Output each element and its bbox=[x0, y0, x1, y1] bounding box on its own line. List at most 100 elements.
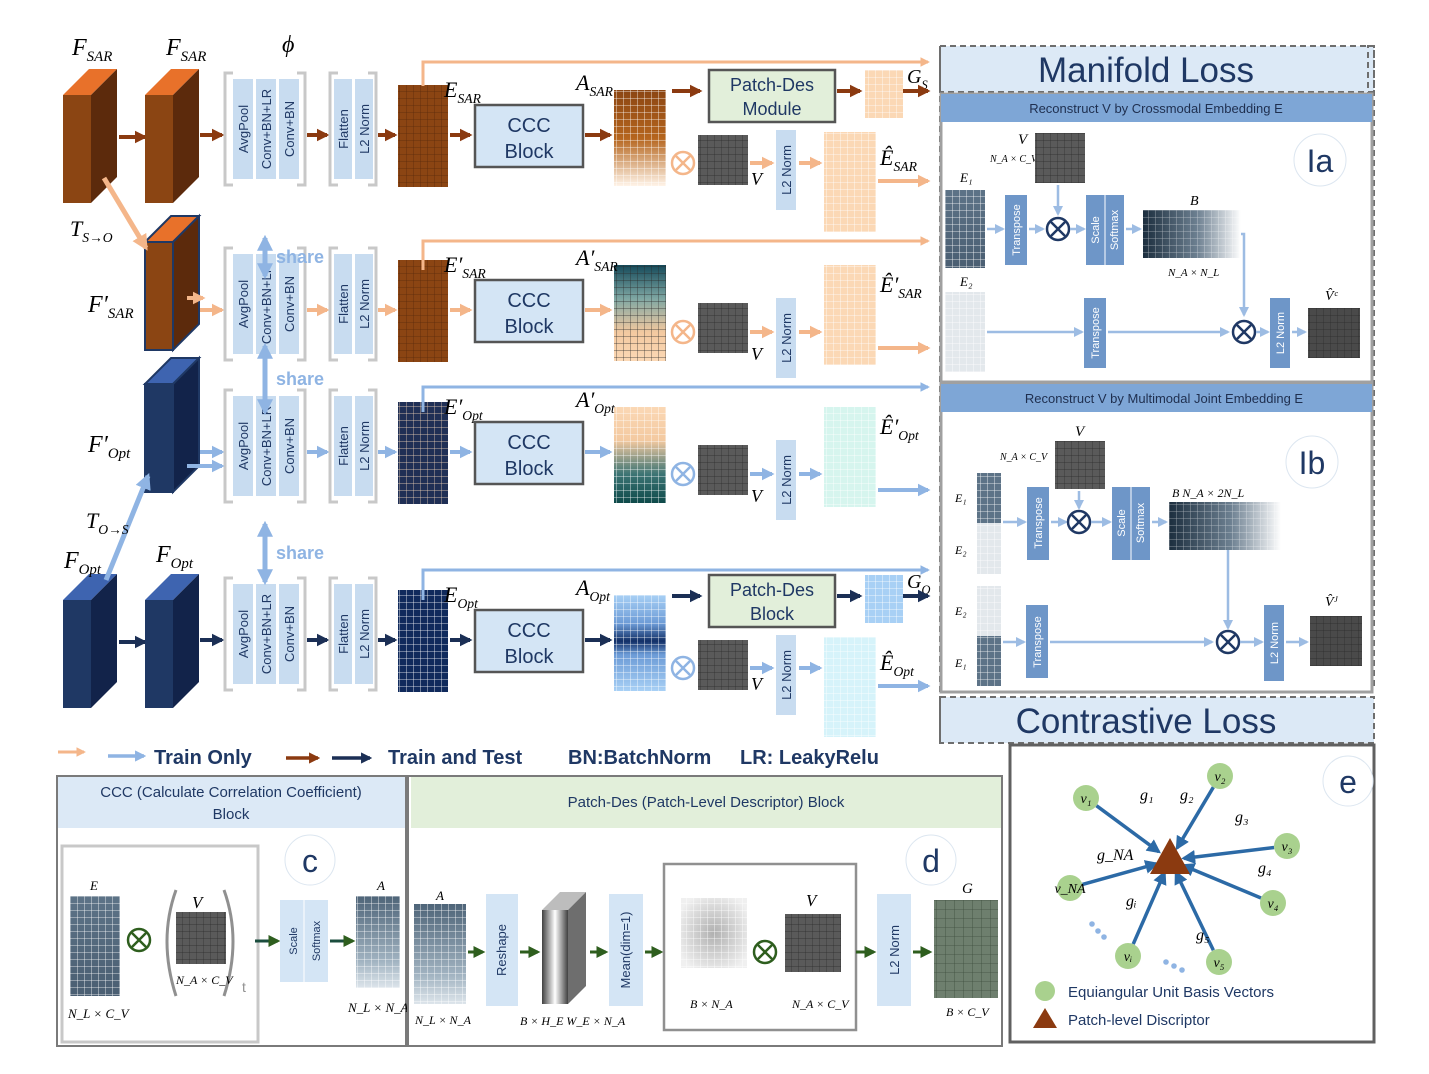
pd-cube bbox=[542, 892, 586, 1004]
legend-bn: BN:BatchNorm bbox=[568, 747, 711, 769]
ib-title: Reconstruct V by Multimodal Joint Embedd… bbox=[1025, 391, 1304, 406]
ib-tag: Ib bbox=[1299, 445, 1326, 481]
ccc-block-sar-l1: CCC bbox=[507, 115, 550, 137]
v-opt-label: V bbox=[751, 674, 764, 694]
ellipsis-dot bbox=[1163, 959, 1169, 965]
flatten-opt-prime bbox=[334, 396, 352, 496]
legend-train-only: Train Only bbox=[154, 747, 253, 769]
v-sar-prime-label: V bbox=[751, 344, 764, 364]
g-label: g₁ bbox=[1140, 787, 1154, 804]
ia-e2-label: E₂ bbox=[959, 274, 973, 289]
flatten-opt bbox=[334, 584, 352, 684]
panel-ib: Reconstruct V by Multimodal Joint Embedd… bbox=[939, 382, 1374, 694]
l2norm-v-sar-prime-label: L2 Norm bbox=[779, 313, 794, 363]
pd-a-dim: N_L × N_A bbox=[414, 1013, 472, 1027]
conv-bn-lr-sar-label: Conv+BN+LR bbox=[259, 89, 274, 169]
ia-transpose-1 bbox=[1005, 195, 1027, 265]
svg-text:Reshape: Reshape bbox=[494, 924, 509, 976]
legend-train-test: Train and Test bbox=[388, 747, 522, 769]
contrastive-loss-title: Contrastive Loss bbox=[1016, 702, 1277, 741]
label-f-sar-2: FSAR bbox=[165, 35, 206, 65]
patchdes-sar-l2: Module bbox=[742, 99, 801, 119]
affinity-sar-prime-label: A′SAR bbox=[574, 245, 618, 274]
legend-lr: LR: LeakyRelu bbox=[740, 747, 879, 769]
pd-mean bbox=[609, 894, 643, 1006]
svg-text:Softmax: Softmax bbox=[1109, 209, 1121, 250]
conv-bn-opt-label: Conv+BN bbox=[282, 606, 297, 662]
share-label-0: share bbox=[276, 247, 324, 267]
label-f-sar-prime: F′SAR bbox=[87, 292, 134, 322]
svg-text:Scale: Scale bbox=[1090, 216, 1102, 244]
flatten-sar-prime-label: Flatten bbox=[336, 284, 351, 324]
g-label: g₄ bbox=[1258, 860, 1272, 877]
ia-v-dim: N_A × C_V bbox=[989, 154, 1039, 165]
g-label: g₅ bbox=[1196, 927, 1210, 944]
label-f-opt-prime: F′Opt bbox=[87, 432, 131, 462]
flatten-opt-prime-label: Flatten bbox=[336, 426, 351, 466]
pd-l2norm bbox=[877, 894, 911, 1006]
label-t-s-o: TS→O bbox=[70, 216, 113, 245]
conv-bn-opt bbox=[279, 584, 299, 684]
ccc-block-opt-prime-l2: Block bbox=[505, 458, 555, 480]
ia-l2norm bbox=[1270, 298, 1290, 368]
ia-transpose-1-label: Transpose bbox=[1011, 204, 1023, 256]
patchdes-opt-l1: Patch-Des bbox=[730, 580, 814, 600]
ccc-a-label: A bbox=[376, 878, 385, 893]
patchdes-tag: d bbox=[922, 843, 940, 879]
ia-transpose-2 bbox=[1084, 298, 1106, 368]
flatten-sar-label: Flatten bbox=[336, 109, 351, 149]
ellipsis-dot bbox=[1179, 967, 1185, 973]
ib-e1-bottom: E₁ bbox=[954, 656, 967, 670]
feature-sar-prime bbox=[142, 213, 202, 353]
ccc-v-dim: N_A × C_V bbox=[175, 973, 234, 987]
l2norm-opt-label: L2 Norm bbox=[357, 609, 372, 659]
l2norm-opt-prime bbox=[355, 396, 373, 496]
patch-descriptor-icon bbox=[1150, 838, 1190, 874]
manifold-loss-panel: Manifold Loss bbox=[939, 45, 1375, 687]
svg-text:L2 Norm: L2 Norm bbox=[1269, 622, 1281, 664]
l2norm-opt-prime-label: L2 Norm bbox=[357, 421, 372, 471]
pd-a-label: A bbox=[435, 888, 444, 903]
basis-vector-node bbox=[1206, 949, 1232, 975]
ccc-block-opt-l1: CCC bbox=[507, 620, 550, 642]
l2norm-sar bbox=[355, 79, 373, 179]
patchdes-sar-l1: Patch-Des bbox=[730, 75, 814, 95]
basis-vector-node bbox=[1260, 890, 1286, 916]
avgpool-opt bbox=[233, 584, 253, 684]
ccc-e-label: E bbox=[89, 878, 98, 893]
flatten-opt-label: Flatten bbox=[336, 614, 351, 654]
l2norm-v-opt-prime bbox=[776, 440, 796, 520]
flow-arrow bbox=[101, 176, 149, 251]
ia-tag: Ia bbox=[1307, 143, 1334, 179]
basis-vector-node bbox=[1115, 943, 1141, 969]
label-t-o-s: TO→S bbox=[86, 508, 129, 537]
label-phi: ϕ bbox=[282, 32, 294, 58]
basis-vector-label: v₄ bbox=[1267, 897, 1278, 912]
patchdes-panel: Patch-Des (Patch-Level Descriptor) Block… bbox=[407, 775, 1003, 1047]
ccc-block-opt-l2: Block bbox=[505, 646, 555, 668]
patchdes-sar bbox=[707, 68, 837, 124]
conv-bn-lr-opt-label: Conv+BN+LR bbox=[259, 594, 274, 674]
e-legend-basis-icon bbox=[1035, 981, 1055, 1001]
conv-bn-lr-sar bbox=[256, 79, 276, 179]
pd-b-dim: B × N_A bbox=[690, 997, 733, 1011]
pd-reshape bbox=[486, 894, 518, 1006]
share-label-1: share bbox=[276, 369, 324, 389]
ccc-block-sar bbox=[473, 103, 585, 169]
basis-vector-node bbox=[1057, 875, 1083, 901]
manifold-loss-title: Manifold Loss bbox=[1038, 51, 1254, 90]
ccc-block-sar-prime-l1: CCC bbox=[507, 290, 550, 312]
flatten-sar-prime bbox=[334, 254, 352, 354]
patchdes-opt bbox=[707, 573, 837, 629]
flow-arrow bbox=[103, 473, 151, 581]
e-edge bbox=[1131, 870, 1167, 945]
basis-vector-label: v₃ bbox=[1281, 840, 1292, 855]
e-edge bbox=[1174, 870, 1215, 952]
svg-text:Softmax: Softmax bbox=[311, 920, 323, 961]
conv-bn-opt-prime bbox=[279, 396, 299, 496]
ccc-a-dim: N_L × N_A bbox=[347, 1000, 409, 1015]
e-legend-desc-icon bbox=[1033, 1008, 1057, 1028]
ib-e1-top: E₁ bbox=[954, 491, 967, 505]
